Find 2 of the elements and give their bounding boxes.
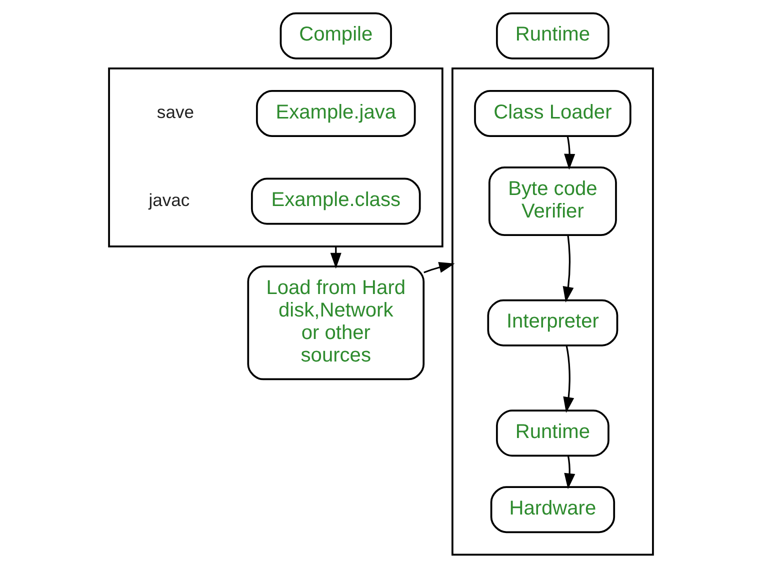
node-label: save [156, 102, 194, 122]
node-label: javac [148, 190, 190, 210]
